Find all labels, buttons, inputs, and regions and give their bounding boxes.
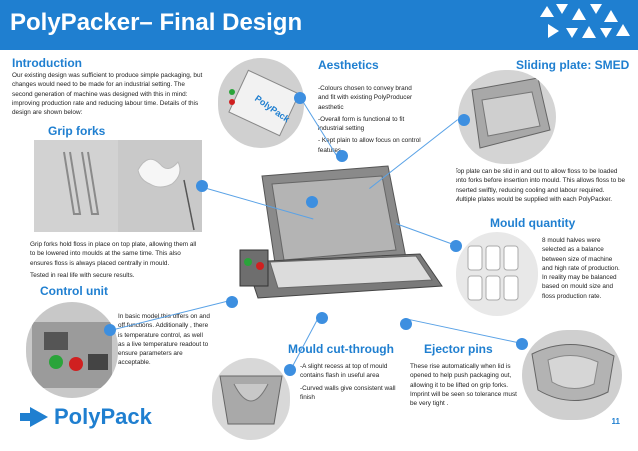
mould-quantity-heading: Mould quantity (490, 216, 576, 230)
aesthetics-photo: PolyPack (218, 58, 304, 148)
mould-quantity-text: 8 mould halves were selected as a balanc… (542, 237, 620, 300)
mould-cut-through-text: -A slight recess at top of mould contain… (300, 362, 400, 405)
intro-text: Our existing design was sufficient to pr… (12, 72, 203, 117)
sliding-plate-heading: Sliding plate: SMED (516, 58, 630, 72)
mould-cut-through-text-2: -Curved walls give consistent wall finis… (300, 384, 396, 401)
sliding-plate-illustration (471, 77, 551, 149)
aesthetics-text-3: - Kept plain to allow focus on control f… (318, 137, 421, 154)
page-number: 11 (611, 417, 620, 426)
ejector-pins-text: These rise automatically when lid is ope… (410, 363, 517, 408)
sliding-plate-text: Top plate can be slid in and out to allo… (454, 168, 626, 203)
aesthetics-text-2: -Overall form is functional to fit indus… (318, 115, 405, 133)
ejector-pins-photo (522, 330, 622, 420)
mould-cut-through-heading: Mould cut-through (288, 342, 394, 356)
mould-quantity-photo (456, 232, 538, 316)
mould-cut-through-text-1: -A slight recess at top of mould contain… (300, 363, 388, 380)
header-bar: PolyPacker– Final Design (0, 0, 638, 50)
control-unit-text: In basic model this offers on and off fu… (118, 313, 210, 367)
mould-cut-through-illustration (219, 375, 283, 425)
control-unit-illustration (32, 322, 112, 388)
control-unit-heading: Control unit (40, 284, 108, 298)
ejector-pins-illustration (531, 344, 615, 401)
aesthetics-heading: Aesthetics (318, 58, 379, 72)
polypacker-render (239, 165, 443, 299)
polypack-logo-icon (20, 407, 48, 427)
aesthetics-text-1: -Colours chosen to convey brand and fit … (318, 85, 413, 111)
grip-forks-text: Grip forks hold floss in place on top pl… (30, 240, 198, 283)
main-render (206, 158, 456, 308)
intro-heading: Introduction (12, 56, 82, 70)
polypack-logo: PolyPack (20, 404, 152, 430)
sliding-plate-photo (458, 70, 556, 164)
aesthetics-text: -Colours chosen to convey brand and fit … (318, 84, 424, 158)
control-unit-photo (26, 302, 118, 398)
grip-forks-text-2: Tested in real life with secure results. (30, 271, 135, 279)
mould-cut-through-photo (212, 358, 290, 440)
ejector-pins-heading: Ejector pins (424, 342, 493, 356)
brand-name: PolyPack (54, 404, 152, 429)
mould-quantity-illustration (467, 245, 519, 301)
page-title: PolyPacker– Final Design (10, 9, 303, 36)
grip-forks-photo (34, 140, 202, 232)
grip-forks-text-1: Grip forks hold floss in place on top pl… (30, 241, 197, 267)
grip-forks-heading: Grip forks (48, 124, 106, 138)
grip-forks-illustration (34, 140, 202, 232)
aesthetics-illustration: PolyPack (228, 69, 300, 137)
